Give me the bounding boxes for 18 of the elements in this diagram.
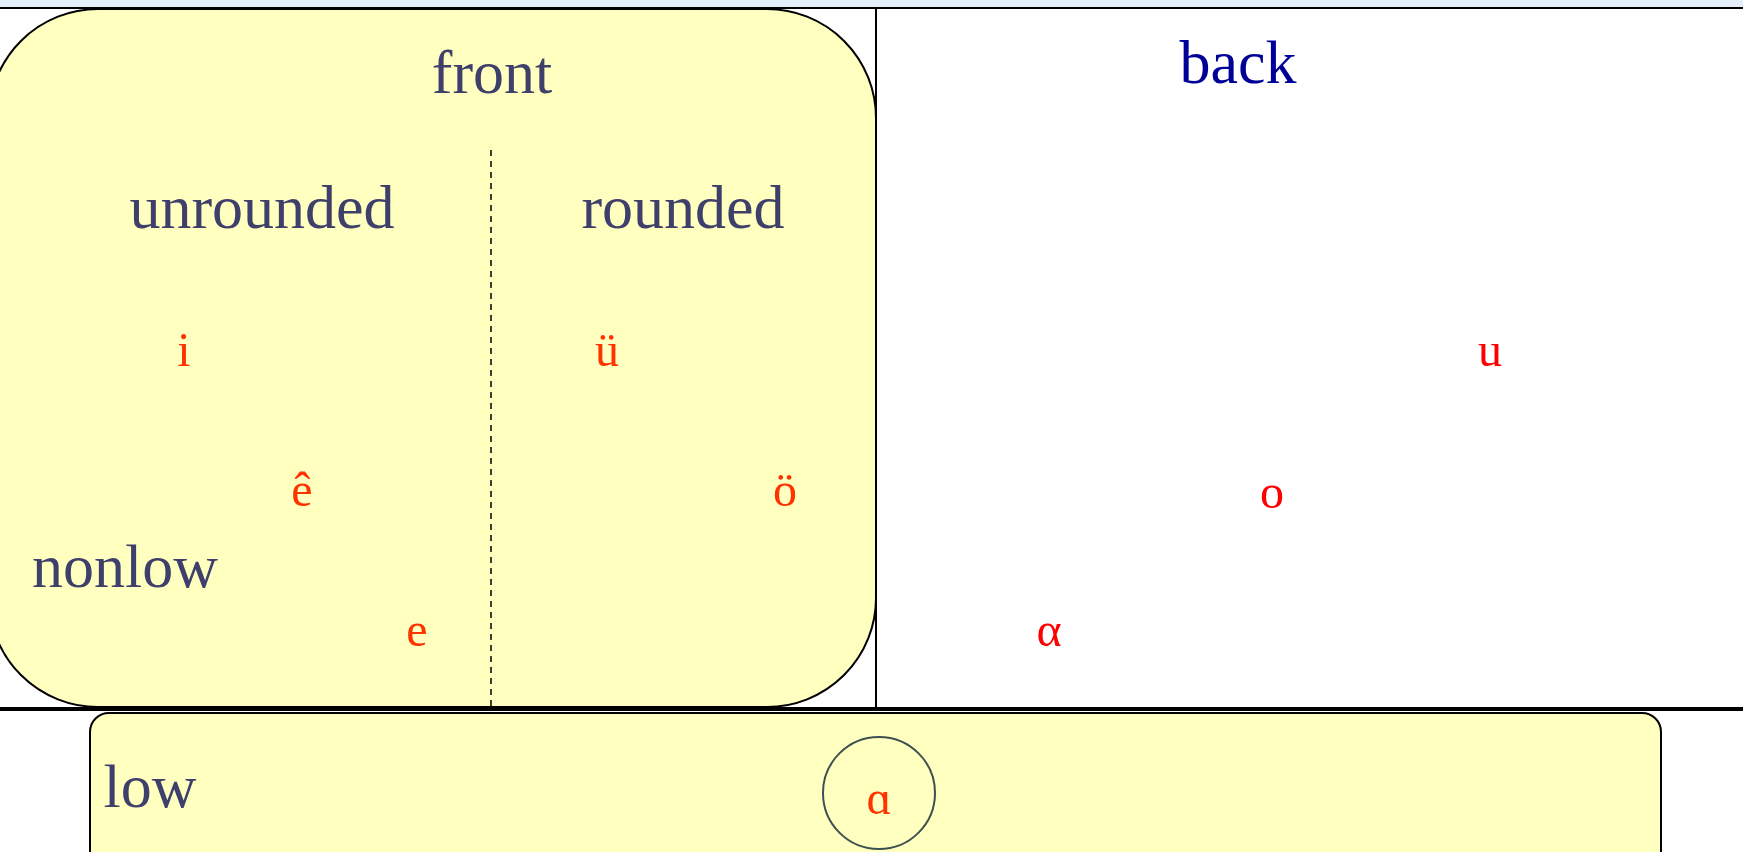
vowel-symbol: u [1478,326,1502,374]
region-label: back [1179,31,1297,93]
column-heading: rounded [581,176,785,238]
vowel-symbol: α [1036,606,1062,654]
vowel-symbol: i [177,326,191,374]
vowel-symbol: ü [595,326,619,374]
vowel-symbol: e [406,606,428,654]
front-vowel-region [0,8,877,708]
low-vowel-bar [89,712,1662,852]
row-label: low [103,755,197,817]
column-heading: unrounded [129,176,395,238]
vowel-symbol: o [1260,468,1284,516]
vowel-symbol: ɑ [866,774,892,822]
region-label: front [431,41,553,103]
highlight-circle [822,736,936,850]
vowel-symbol: ö [773,466,797,514]
row-label: nonlow [32,535,218,597]
vowel-symbol: ê [291,466,313,514]
